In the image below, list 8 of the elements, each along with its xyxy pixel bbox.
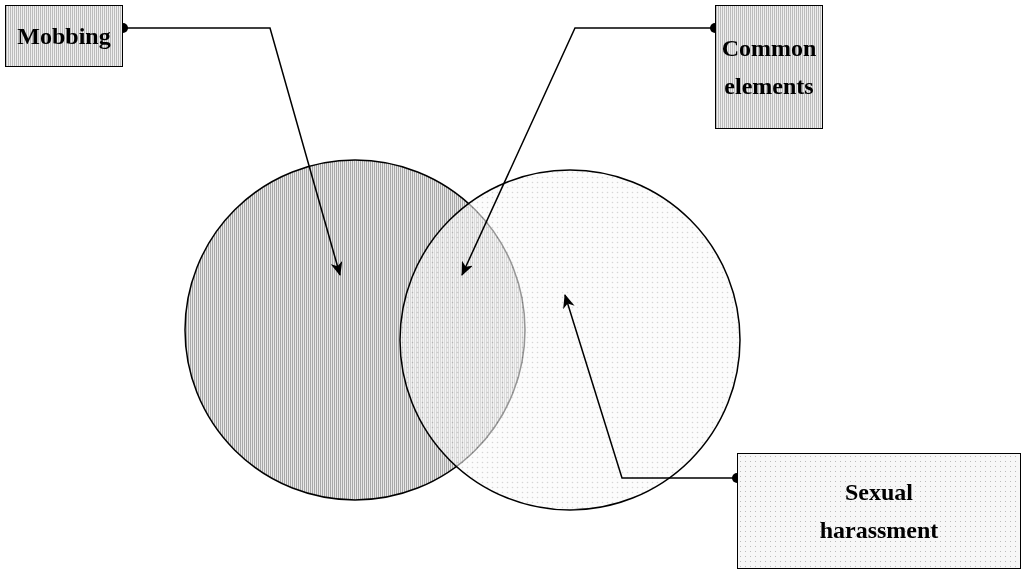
venn-circle [184, 159, 526, 501]
label-box [5, 5, 123, 67]
label-text: Common elements [720, 33, 818, 101]
label-box [737, 453, 1021, 569]
label-box [715, 5, 823, 129]
venn-circle [399, 169, 741, 511]
label-text: Sexual harassment [818, 477, 940, 545]
label-text: Mobbing [17, 21, 111, 51]
